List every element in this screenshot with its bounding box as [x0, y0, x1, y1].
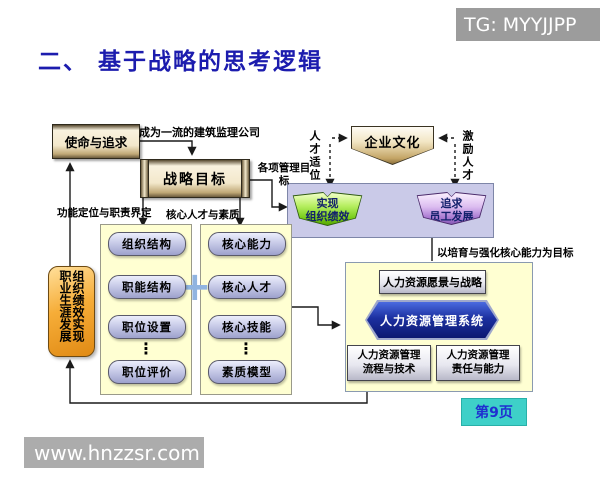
- mission-box: 使命与追求: [52, 124, 140, 159]
- mgmt-goals-line1: 各项管理目: [257, 162, 311, 174]
- hr-responsibility-box: 人力资源管理 责任与能力: [436, 345, 520, 381]
- hr-management-system-shape: 人力资源管理系统: [365, 300, 499, 340]
- hr-goal-label: 以培育与强化核心能力为目标: [437, 247, 574, 259]
- strategy-goal-box: 战略目标: [140, 159, 250, 198]
- pill-quality-model: 素质模型: [208, 360, 286, 384]
- org-column-ellipsis: ⋮: [138, 339, 154, 358]
- pill-core-talent: 核心人才: [208, 275, 286, 299]
- hr-process-line2: 流程与技术: [362, 363, 416, 375]
- hr-responsibility-line2: 责任与能力: [451, 363, 505, 375]
- watermark-bottom-left: www.hnzzsr.com: [24, 437, 204, 468]
- mission-goal-note: 成为一流的建筑监理公司: [139, 126, 260, 139]
- hr-vision-box: 人力资源愿景与战略: [379, 270, 486, 294]
- pill-core-skills: 核心技能: [208, 315, 286, 339]
- org-performance-line2: 组织绩效: [305, 210, 350, 224]
- hr-responsibility-line1: 人力资源管理: [446, 349, 510, 362]
- watermark-top-right: TG: MYYJJPP: [456, 8, 600, 41]
- pill-function-structure: 职能结构: [108, 275, 186, 299]
- mgmt-goals-label: 各项管理目 标: [253, 162, 315, 187]
- function-positioning-label: 功能定位与职责界定: [57, 207, 152, 219]
- career-col-right: 组织绩效实现: [71, 269, 85, 342]
- arrow-mission-to-strategy: [138, 140, 197, 156]
- hr-process-box: 人力资源管理 流程与技术: [347, 345, 431, 381]
- corporate-culture-label: 企业文化: [352, 127, 433, 164]
- pill-position-setting: 职位设置: [108, 315, 186, 339]
- corporate-culture-banner: 企业文化: [351, 126, 434, 165]
- career-col-left: 职业生涯发展: [58, 269, 72, 342]
- talent-column-ellipsis: ⋮: [238, 339, 254, 358]
- pill-core-competence: 核心能力: [208, 232, 286, 256]
- motivate-talent-label: 激励人才: [461, 130, 474, 182]
- pill-position-evaluation: 职位评价: [108, 360, 186, 384]
- hr-process-line1: 人力资源管理: [357, 349, 421, 362]
- employee-dev-line1: 追求: [440, 197, 463, 210]
- talent-fit-label: 人才适位: [308, 130, 321, 182]
- page-title: 二、 基于战略的思考逻辑: [38, 49, 324, 75]
- employee-dev-line2: 员工发展: [429, 210, 474, 224]
- core-talent-label: 核心人才与素质: [166, 209, 240, 221]
- career-development-box: 职业生涯发展 组织绩效实现: [48, 266, 95, 357]
- pill-org-structure: 组织结构: [108, 232, 186, 256]
- org-performance-line1: 实现: [316, 197, 339, 210]
- hr-management-system-label: 人力资源管理系统: [367, 302, 497, 338]
- arrow-talent-panel-to-hr-panel: [292, 306, 341, 330]
- mgmt-goals-line2: 标: [278, 174, 290, 187]
- page-number-badge: 第9页: [461, 398, 527, 426]
